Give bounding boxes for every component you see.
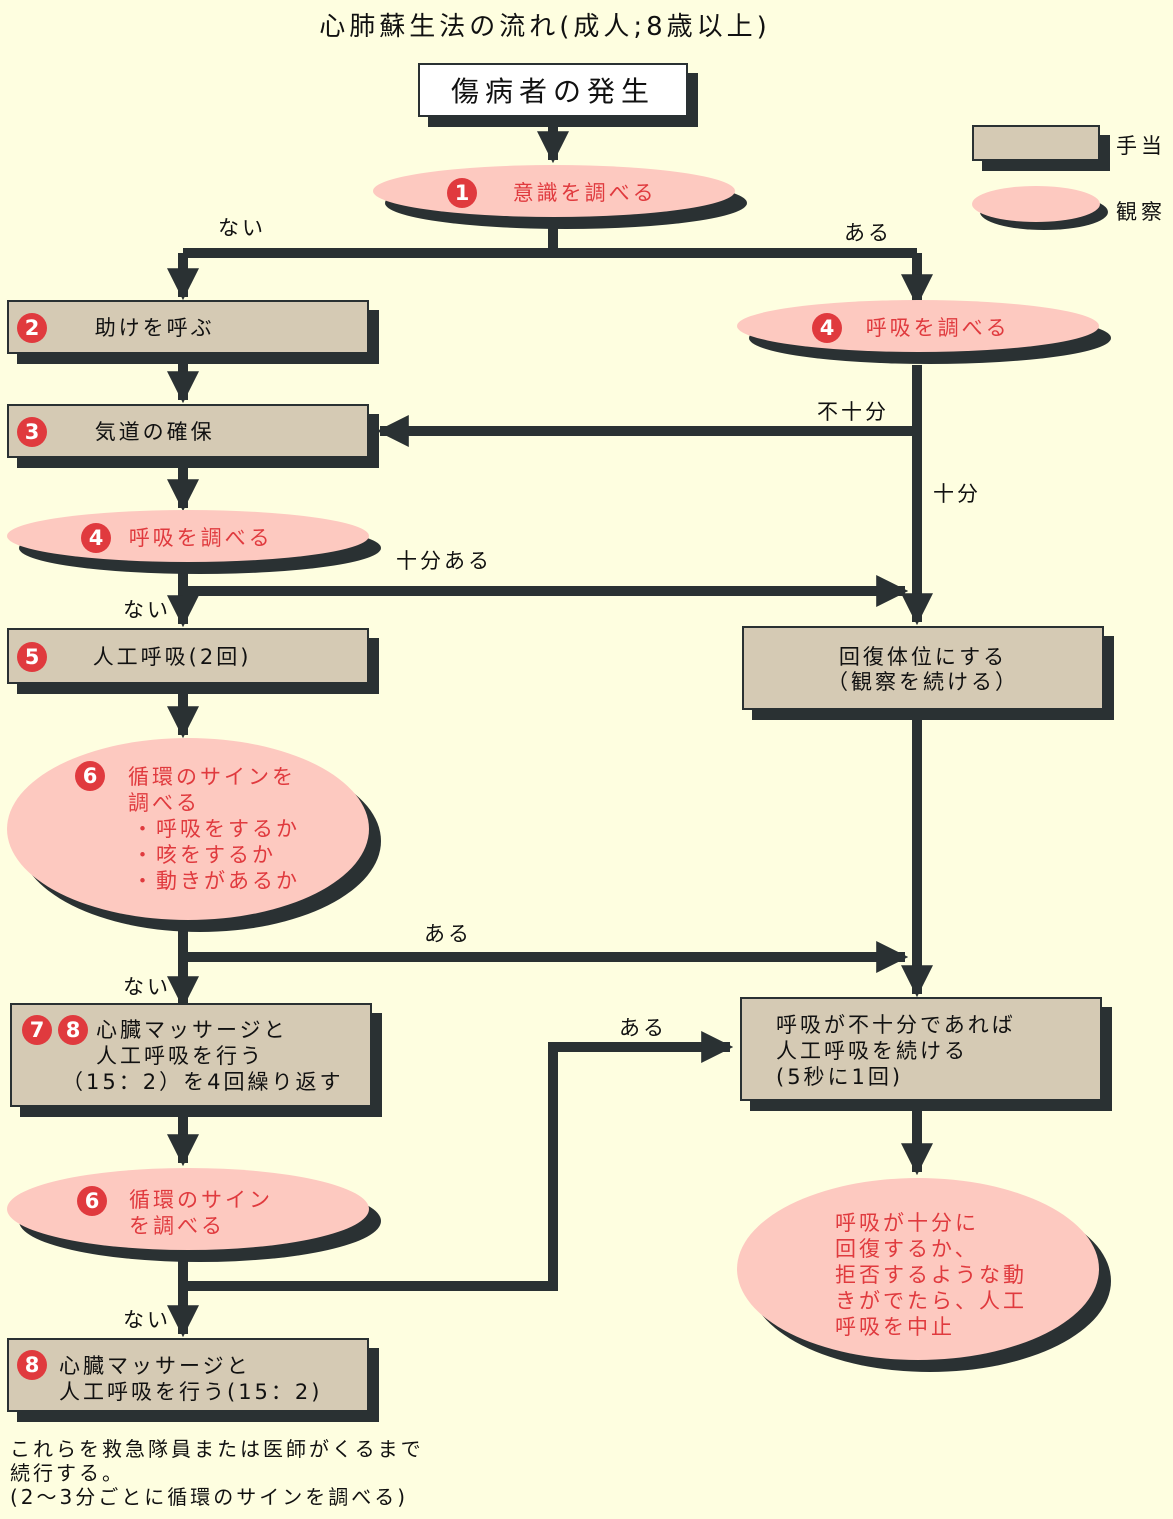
edge-label-no-breathing: ない <box>123 598 171 622</box>
node-stop-condition-line: 呼吸を中止 <box>835 1315 955 1339</box>
step-badge: 8 <box>17 1350 47 1380</box>
node-label-line: 心臓マッサージと <box>59 1354 251 1378</box>
node-cpr-cycles: 7 8 心臓マッサージと 人工呼吸を行う （15：2）を4回繰り返す <box>10 1003 372 1107</box>
node-label: 人工呼吸(2回) <box>92 645 252 669</box>
step-badge: 3 <box>17 417 47 447</box>
node-label-line: 人工呼吸を行う(15：2) <box>59 1380 323 1404</box>
node-rescue-breaths: 5 人工呼吸(2回) <box>7 628 369 684</box>
node-label-line: 心臓マッサージと <box>96 1018 288 1042</box>
edge-label-circulation-no: ない <box>123 975 171 999</box>
node-label-line: 人工呼吸を続ける <box>776 1039 968 1063</box>
node-check-circulation-2 <box>7 1168 369 1250</box>
node-check-consciousness <box>373 165 735 217</box>
step-badge: 4 <box>81 523 111 553</box>
arrow-circulation2-yes <box>183 1030 734 1291</box>
node-label: 呼吸を調べる <box>128 526 273 550</box>
step-badge: 7 <box>22 1015 52 1045</box>
node-check-circulation-2-line: を調べる <box>129 1214 225 1238</box>
node-label: 助けを呼ぶ <box>94 316 215 340</box>
node-label-line: 呼吸が不十分であれば <box>776 1013 1016 1037</box>
node-check-circulation-2-line: 循環のサイン <box>129 1188 273 1212</box>
node-label: 呼吸を調べる <box>865 316 1010 340</box>
node-stop-condition-line: 呼吸が十分に <box>835 1211 979 1235</box>
node-label: 意識を調べる <box>512 181 657 205</box>
step-badge: 6 <box>77 1186 107 1216</box>
edge-label-yes-consciousness: ある <box>844 221 892 245</box>
node-check-consciousness-text: 1 意識を調べる <box>447 178 657 208</box>
node-check-circulation-line: ・咳をするか <box>132 843 276 867</box>
node-label: 気道の確保 <box>94 420 215 444</box>
step-badge: 5 <box>17 642 47 672</box>
node-stop-condition-line: きがでたら、人工 <box>835 1289 1027 1313</box>
node-check-breathing-right-text: 4 呼吸を調べる <box>812 313 1010 343</box>
node-check-breathing-left <box>7 510 369 562</box>
footer-line: (2〜3分ごとに循環のサインを調べる) <box>10 1485 409 1509</box>
step-badge: 8 <box>58 1015 88 1045</box>
node-stop-condition <box>737 1178 1099 1360</box>
node-label-line: 回復体位にする <box>838 645 1008 669</box>
footer-note: これらを救急隊員または医師がくるまで 続行する。 (2〜3分ごとに循環のサインを… <box>10 1437 424 1509</box>
node-cpr-continue: 8 心臓マッサージと 人工呼吸を行う(15：2) <box>7 1338 369 1412</box>
node-label-line: （観察を続ける） <box>827 670 1019 694</box>
node-recovery-position: 回復体位にする （観察を続ける） <box>742 626 1104 710</box>
legend-observation-swatch <box>972 186 1100 222</box>
node-check-circulation-line: 循環のサインを <box>128 765 296 789</box>
edge-label-circulation2-no: ない <box>123 1308 171 1332</box>
start-node: 傷病者の発生 <box>418 63 688 117</box>
footer-line: 続行する。 <box>10 1461 125 1485</box>
node-label-line: 人工呼吸を行う <box>96 1044 264 1068</box>
legend-action-label: 手当 <box>1116 134 1166 158</box>
legend-action-swatch <box>972 125 1100 161</box>
step-badge: 1 <box>447 178 477 208</box>
node-check-circulation <box>7 738 369 920</box>
edge-label-insufficient: 不十分 <box>817 400 889 424</box>
node-label-line: (5秒に1回) <box>776 1065 904 1089</box>
edge-label-circulation-yes: ある <box>424 922 472 946</box>
node-stop-condition-line: 拒否するような動 <box>835 1263 1027 1287</box>
step-badge: 4 <box>812 313 842 343</box>
step-badge: 2 <box>17 313 47 343</box>
node-airway: 3 気道の確保 <box>7 404 369 458</box>
node-check-breathing-left-text: 4 呼吸を調べる <box>81 523 273 553</box>
node-check-circulation-line: ・動きがあるか <box>132 869 300 893</box>
node-label-line: （15：2）を4回繰り返す <box>62 1070 344 1094</box>
node-check-breathing-right <box>737 300 1099 352</box>
edge-label-circulation2-yes: ある <box>619 1016 667 1040</box>
edge-label-no-consciousness: ない <box>218 216 266 240</box>
node-stop-condition-line: 回復するか、 <box>835 1237 979 1261</box>
page-title: 心肺蘇生法の流れ(成人;8歳以上) <box>319 12 771 42</box>
edge-label-sufficient-yes: 十分ある <box>396 549 492 573</box>
edge-label-sufficient: 十分 <box>933 482 981 506</box>
footer-line: これらを救急隊員または医師がくるまで <box>10 1437 424 1461</box>
node-call-help: 2 助けを呼ぶ <box>7 300 369 354</box>
legend-observation-label: 観察 <box>1116 200 1166 224</box>
node-check-circulation-line: ・呼吸をするか <box>132 817 300 841</box>
node-continue-breaths: 呼吸が不十分であれば 人工呼吸を続ける (5秒に1回) <box>740 997 1102 1101</box>
step-badge: 6 <box>75 761 105 791</box>
node-check-circulation-line: 調べる <box>128 791 200 815</box>
